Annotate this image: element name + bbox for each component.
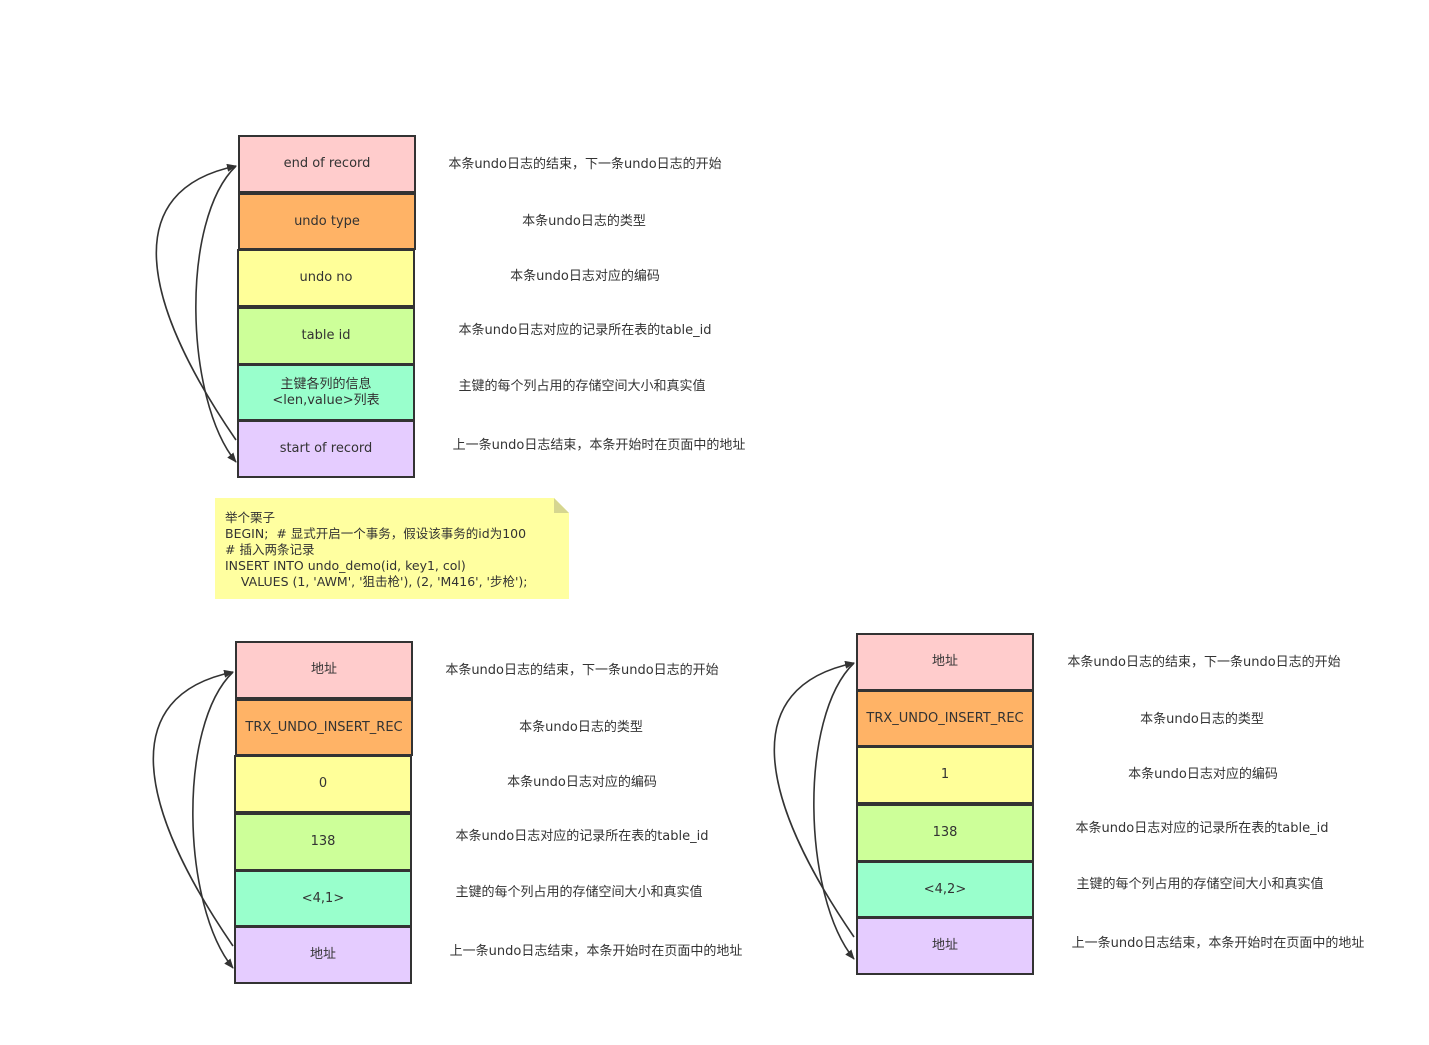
example-note [215,498,569,599]
record1-arrow-start-to-end [152,669,234,947]
field-end-of-record: end of record [238,135,416,193]
record1-field-end-address: 地址 [235,641,413,699]
arrow-end-to-start [195,165,237,463]
record1-desc-end: 本条undo日志的结束，下一条undo日志的开始 [445,663,719,678]
example-note-text: 举个栗子 BEGIN; # 显式开启一个事务，假设该事务的id为100 # 插入… [225,510,528,589]
record1-field-primary-key: <4,1> [234,870,412,927]
desc-table-id: 本条undo日志对应的记录所在表的table_id [458,323,712,338]
record2-field-undo-type: TRX_UNDO_INSERT_REC [856,690,1034,747]
record1-desc-no: 本条undo日志对应的编码 [507,775,657,790]
arrow-start-to-end [155,163,237,441]
field-primary-key-info: 主键各列的信息 <len,value>列表 [237,364,415,421]
record2-desc-start: 上一条undo日志结束，本条开始时在页面中的地址 [1071,936,1365,951]
record2-desc-end: 本条undo日志的结束，下一条undo日志的开始 [1067,655,1341,670]
record1-field-undo-no: 0 [234,755,412,813]
record2-field-table-id: 138 [856,804,1034,862]
record2-desc-table-id: 本条undo日志对应的记录所在表的table_id [1075,821,1329,836]
record2-field-primary-key: <4,2> [856,861,1034,918]
record2-arrow-start-to-end [773,660,855,938]
record1-desc-table-id: 本条undo日志对应的记录所在表的table_id [455,829,709,844]
field-undo-no: undo no [237,249,415,307]
desc-undo-no: 本条undo日志对应的编码 [510,269,660,284]
field-table-id: table id [237,307,415,365]
record2-desc-primary-key: 主键的每个列占用的存储空间大小和真实值 [1076,877,1324,892]
desc-primary-key-info: 主键的每个列占用的存储空间大小和真实值 [458,379,706,394]
desc-start-of-record: 上一条undo日志结束，本条开始时在页面中的地址 [452,438,746,453]
record2-field-start-address: 地址 [856,917,1034,975]
record1-desc-primary-key: 主键的每个列占用的存储空间大小和真实值 [455,885,703,900]
desc-end-of-record: 本条undo日志的结束，下一条undo日志的开始 [448,157,722,172]
record1-desc-type: 本条undo日志的类型 [519,720,643,735]
record1-desc-start: 上一条undo日志结束，本条开始时在页面中的地址 [449,944,743,959]
record1-field-start-address: 地址 [234,926,412,984]
record2-field-undo-no: 1 [856,746,1034,804]
record1-field-undo-type: TRX_UNDO_INSERT_REC [235,699,413,756]
desc-undo-type: 本条undo日志的类型 [522,214,646,229]
field-undo-type: undo type [238,193,416,250]
record1-arrow-end-to-start [192,671,234,969]
record2-arrow-end-to-start [813,662,855,960]
record2-desc-no: 本条undo日志对应的编码 [1128,767,1278,782]
field-start-of-record: start of record [237,420,415,478]
record2-desc-type: 本条undo日志的类型 [1140,712,1264,727]
record1-field-table-id: 138 [234,813,412,871]
